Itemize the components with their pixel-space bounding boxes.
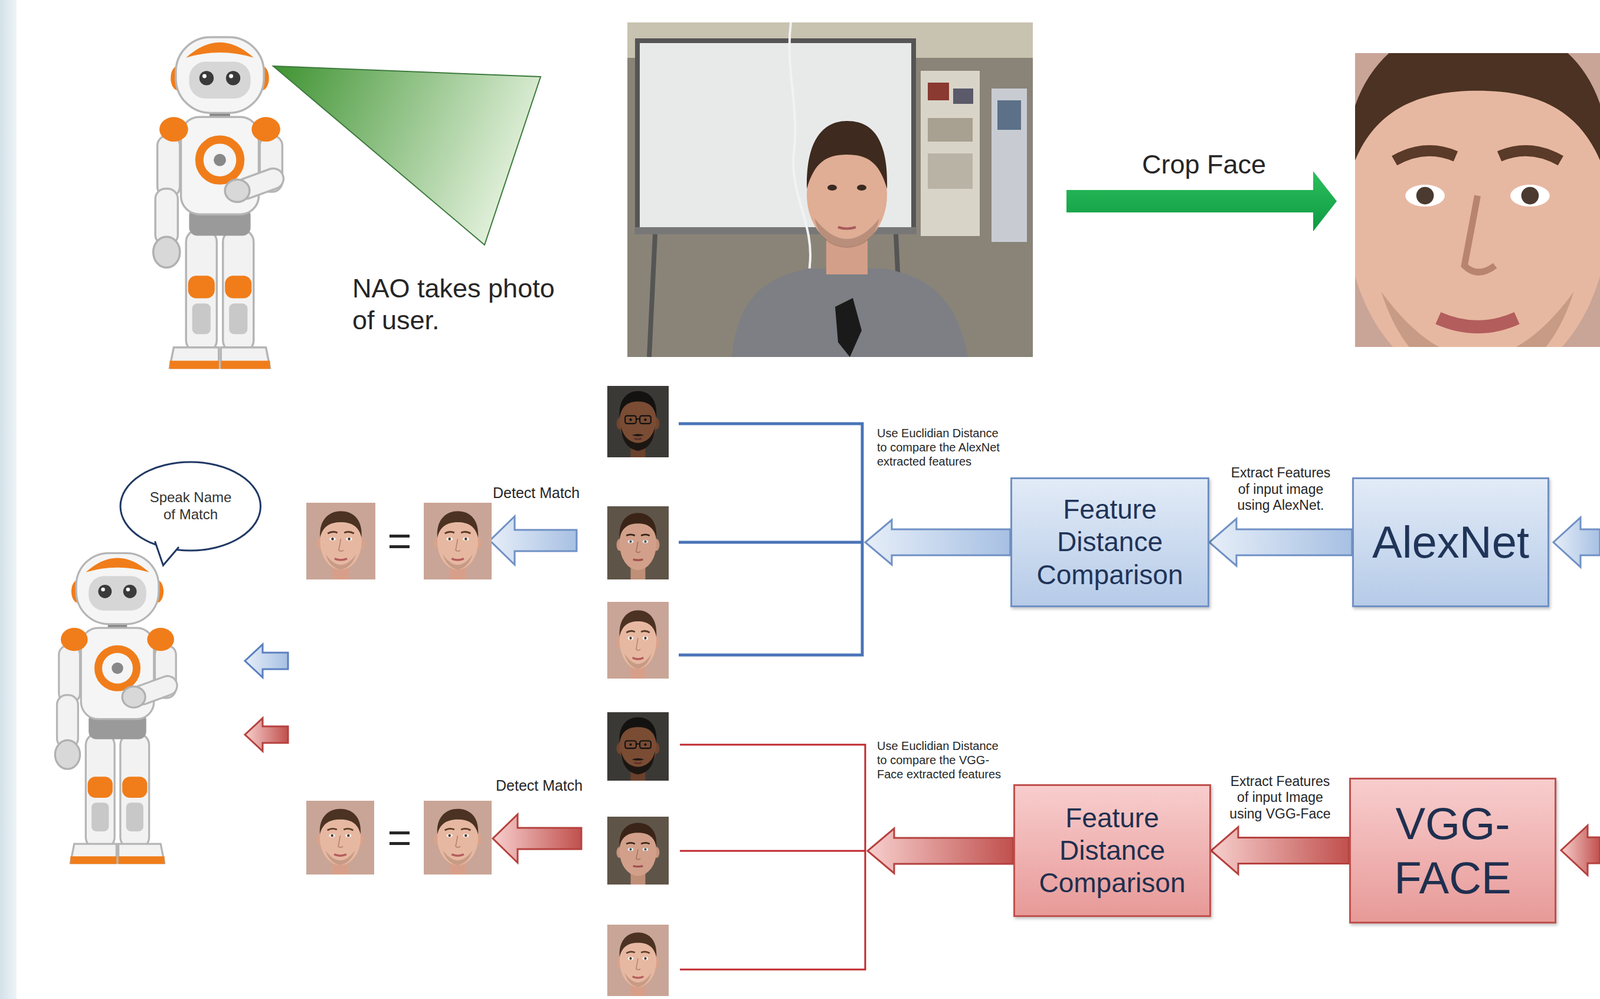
- block-arrow: [1211, 827, 1350, 875]
- gallery-face: [607, 506, 669, 583]
- compare-arrow: [865, 519, 1011, 565]
- edge-label: Extract Features of input Image using VG…: [1227, 773, 1334, 823]
- label-box: =: [387, 813, 412, 863]
- user-photo-part: [835, 298, 862, 358]
- speech-bubble: Speak Name of Match: [118, 460, 263, 553]
- user-photo-part: [927, 82, 950, 101]
- user-photo-part: [731, 268, 968, 358]
- gallery-face: [607, 924, 669, 999]
- compare-arrow: [867, 828, 1014, 874]
- nao-robot-bottom: [54, 553, 180, 865]
- cropped-face-image: [1258, 0, 1600, 467]
- gallery-bracket: [678, 423, 863, 656]
- process-box: Feature Distance Comparison: [1013, 784, 1212, 918]
- node-text: AlexNet: [1372, 515, 1530, 569]
- process-box: VGG-FACE: [1349, 777, 1557, 924]
- match-arrow: [492, 814, 582, 863]
- match-face: [423, 502, 492, 583]
- input-arrow: [1561, 825, 1600, 876]
- gallery-face: [607, 601, 669, 682]
- label-box: Detect Match: [495, 776, 583, 795]
- gallery-bracket: [679, 744, 866, 970]
- gallery-face: [607, 712, 669, 784]
- label-box: Crop Face: [1142, 148, 1266, 181]
- user-photo-part: [920, 70, 980, 237]
- speech-bubble-shape: [120, 462, 261, 551]
- match-face: [306, 800, 375, 878]
- slide-edge-band: [0, 0, 17, 999]
- user-photo: [627, 22, 1033, 358]
- speech-bubble-tail: [155, 541, 180, 566]
- label-box: Use Euclidian Distance to compare the VG…: [877, 738, 1009, 782]
- equals-sign: =: [387, 516, 412, 566]
- process-box: AlexNet: [1352, 477, 1550, 608]
- note-text: Use Euclidian Distance to compare the VG…: [877, 738, 1009, 782]
- match-face: [423, 800, 492, 878]
- user-photo-part: [838, 227, 856, 229]
- user-photo-part: [991, 88, 1027, 242]
- label-box: Detect Match: [492, 483, 580, 502]
- node-text: VGG-FACE: [1394, 796, 1512, 905]
- cropped-face: [1258, 0, 1600, 467]
- process-box: Feature Distance Comparison: [1010, 477, 1210, 608]
- output-arrow: [244, 644, 289, 678]
- user-photo-part: [827, 184, 837, 191]
- match-face: [306, 502, 376, 583]
- match-faces: [306, 502, 492, 878]
- camera-view-cone: [273, 66, 541, 245]
- face-gallery: [607, 385, 669, 999]
- block-arrow: [1209, 518, 1353, 566]
- nao-robot: [54, 553, 180, 865]
- node-text: Feature Distance Comparison: [1036, 493, 1184, 592]
- user-photo-part: [997, 100, 1022, 130]
- gallery-face: [607, 385, 669, 460]
- nao-robot: [153, 37, 287, 369]
- user-photo-part: [814, 218, 880, 248]
- equals-sign: =: [387, 813, 412, 863]
- input-arrow: [1553, 517, 1600, 568]
- user-photo-part: [627, 22, 1033, 358]
- label-box: NAO takes photo of user.: [352, 272, 571, 337]
- node-text: Speak Name of Match: [146, 489, 235, 524]
- match-arrow: [489, 516, 577, 565]
- note-text: Crop Face: [1142, 148, 1266, 181]
- edge-label-box: Extract Features of input Image using VG…: [1227, 773, 1334, 823]
- note-text: Use Euclidian Distance to compare the Al…: [877, 426, 1009, 469]
- note-text: NAO takes photo of user.: [352, 272, 571, 337]
- output-arrow: [244, 718, 289, 752]
- label-box: Use Euclidian Distance to compare the Al…: [877, 426, 1009, 469]
- note-text: Detect Match: [492, 483, 580, 502]
- node-text: Feature Distance Comparison: [1039, 802, 1186, 901]
- edge-label: Extract Features of input image using Al…: [1227, 465, 1334, 515]
- gallery-face: [607, 816, 669, 888]
- note-text: Detect Match: [495, 776, 583, 795]
- edge-label-box: Extract Features of input image using Al…: [1227, 465, 1334, 515]
- crop-arrow: [1066, 171, 1337, 232]
- nao-robot-top: [153, 37, 287, 369]
- user-photo-part: [806, 120, 888, 189]
- label-box: =: [387, 516, 412, 566]
- user-photo-part: [856, 184, 867, 191]
- user-photo-part: [927, 153, 973, 189]
- user-photo-part: [953, 88, 974, 104]
- user-photo-part: [927, 118, 973, 142]
